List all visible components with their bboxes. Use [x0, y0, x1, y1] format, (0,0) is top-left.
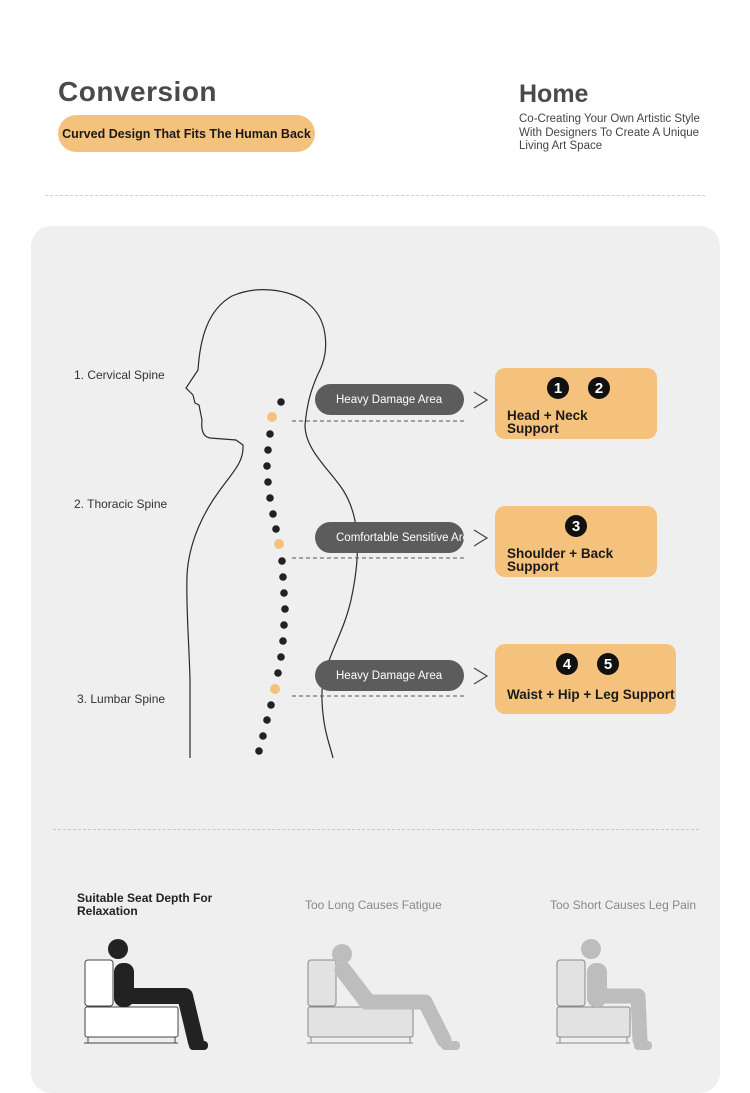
seat-label-too-short: Too Short Causes Leg Pain: [550, 898, 697, 912]
area-tag-2: Comfortable Sensitive Area: [315, 522, 464, 553]
number-badge: 4: [556, 653, 578, 675]
leader-lines: [292, 420, 464, 697]
support-title: Head + Neck Support: [507, 408, 588, 436]
support-box-waist-hip-leg: 4 5 Waist + Hip + Leg Support: [495, 644, 676, 714]
divider-top: [45, 195, 705, 196]
area-tag-1: Heavy Damage Area: [315, 384, 464, 415]
support-title: Shoulder + Back Support: [507, 546, 614, 574]
seat-label-suitable: Suitable Seat Depth For Relaxation: [77, 891, 213, 918]
brand-title-right: Home: [519, 80, 589, 108]
sofa-figure-suitable: [84, 939, 208, 1050]
brand-description: Co-Creating Your Own Artistic Style With…: [519, 113, 700, 152]
number-badge: 1: [547, 377, 569, 399]
spine-dots: [255, 398, 289, 755]
brand-title-left: Conversion: [58, 76, 218, 107]
support-box-head-neck: 1 2 Head + Neck Support: [495, 368, 657, 439]
divider-middle: [53, 829, 699, 830]
seat-label-too-long: Too Long Causes Fatigue: [305, 898, 442, 912]
support-box-shoulder-back: 3 Shoulder + Back Support: [495, 506, 657, 577]
number-badge: 5: [597, 653, 619, 675]
label-lumbar: 3. Lumbar Spine: [77, 692, 166, 706]
sofa-figure-too-long: [307, 944, 460, 1050]
support-title: Waist + Hip + Leg Support: [507, 687, 675, 702]
body-outline: [185, 289, 359, 759]
number-badge: 2: [588, 377, 610, 399]
tagline-pill: Curved Design That Fits The Human Back: [58, 115, 315, 152]
chevron-right-icons: [473, 391, 489, 685]
sofa-figure-too-short: [556, 939, 652, 1050]
label-thoracic: 2. Thoracic Spine: [74, 497, 168, 511]
area-tag-3: Heavy Damage Area: [315, 660, 464, 691]
label-cervical: 1. Cervical Spine: [74, 368, 165, 382]
number-badge: 3: [565, 515, 587, 537]
